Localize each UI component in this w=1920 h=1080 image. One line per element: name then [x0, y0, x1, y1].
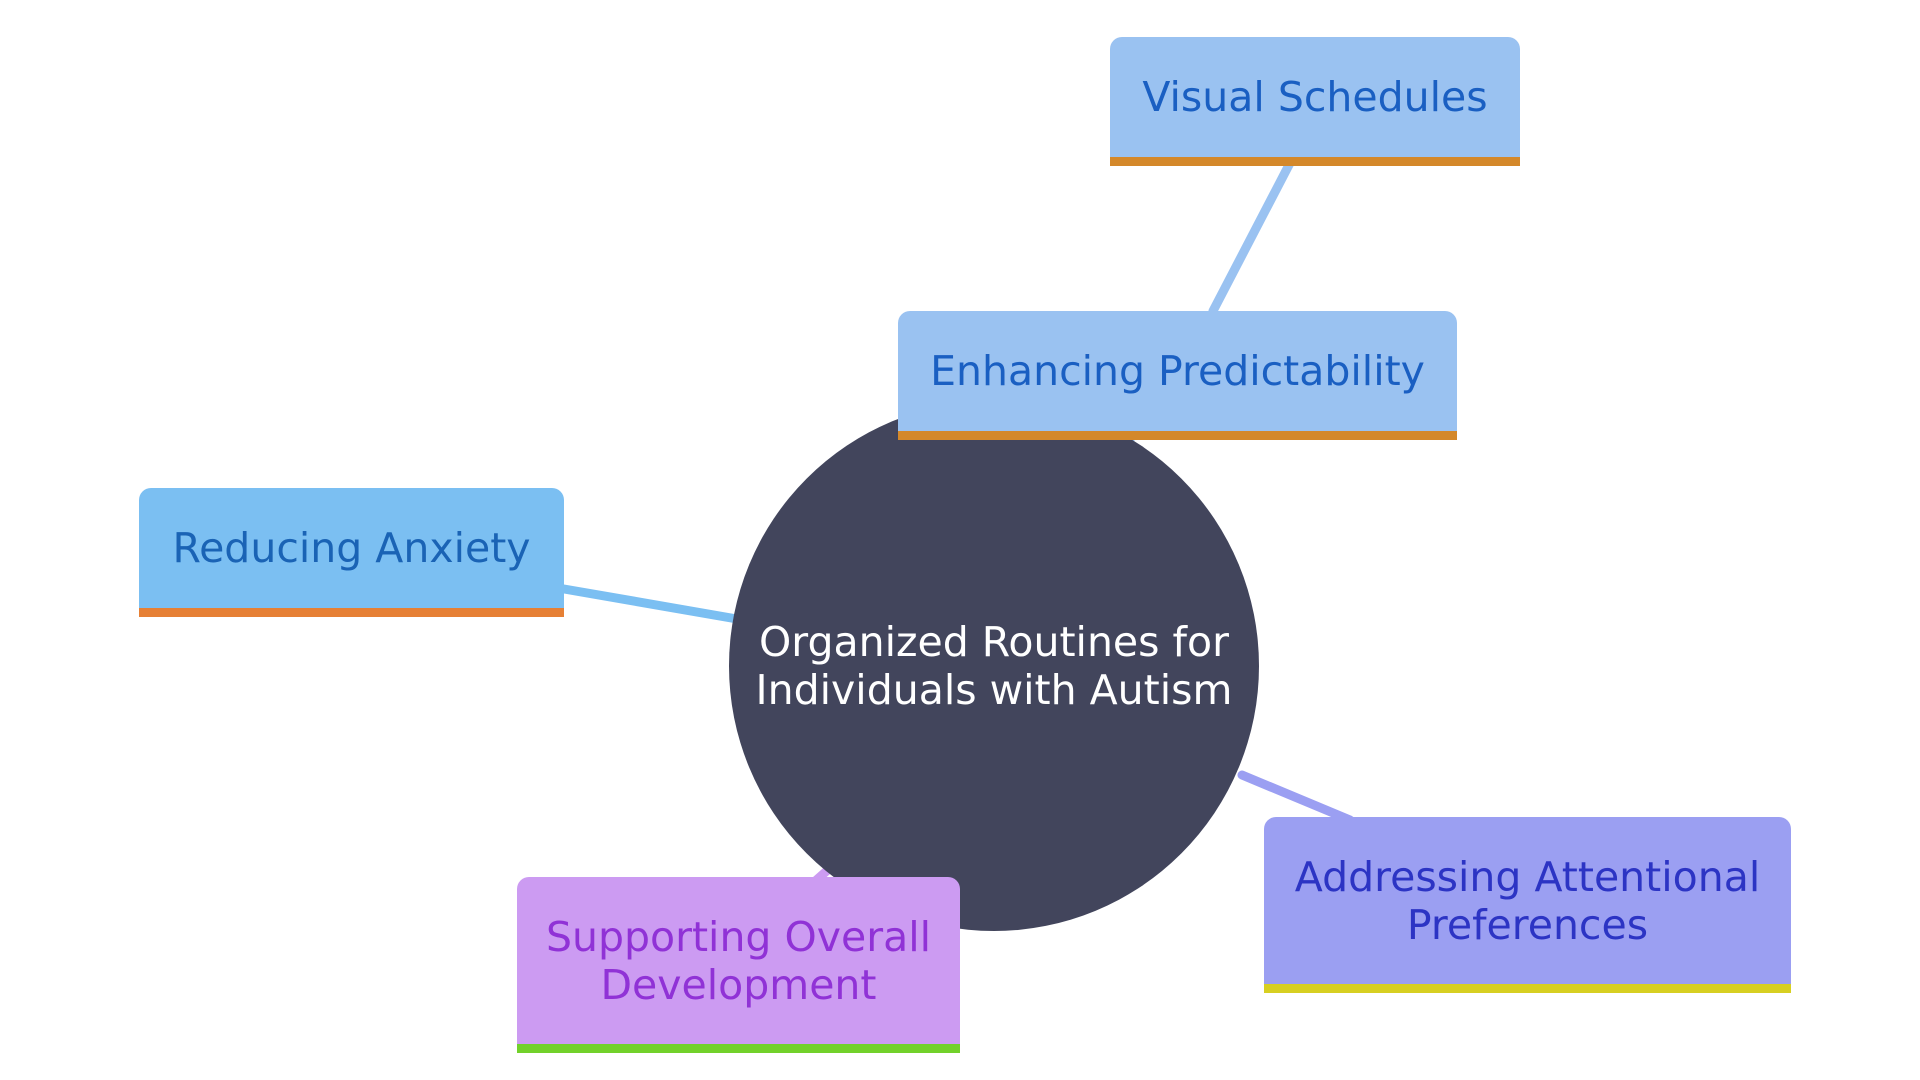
central-topic-label: Organized Routines for Individuals with …: [755, 618, 1233, 714]
node-visual-schedules-label: Visual Schedules: [1142, 73, 1488, 121]
node-enhancing-predictability[interactable]: Enhancing Predictability: [898, 311, 1457, 440]
connector-predictability-visual-schedules: [1208, 158, 1295, 316]
node-reducing-anxiety[interactable]: Reducing Anxiety: [139, 488, 564, 617]
node-addressing-attentional-preferences[interactable]: Addressing Attentional Preferences: [1264, 817, 1791, 993]
node-supporting-overall-development[interactable]: Supporting Overall Development: [517, 877, 960, 1053]
node-addressing-attentional-preferences-label: Addressing Attentional Preferences: [1294, 852, 1761, 949]
connector-center-attentional: [1237, 770, 1355, 825]
node-enhancing-predictability-label: Enhancing Predictability: [930, 347, 1425, 395]
node-reducing-anxiety-label: Reducing Anxiety: [172, 524, 531, 572]
node-visual-schedules[interactable]: Visual Schedules: [1110, 37, 1520, 166]
connector-center-reducing-anxiety: [559, 584, 742, 624]
node-supporting-overall-development-label: Supporting Overall Development: [545, 912, 932, 1009]
central-topic-node[interactable]: Organized Routines for Individuals with …: [729, 401, 1259, 931]
